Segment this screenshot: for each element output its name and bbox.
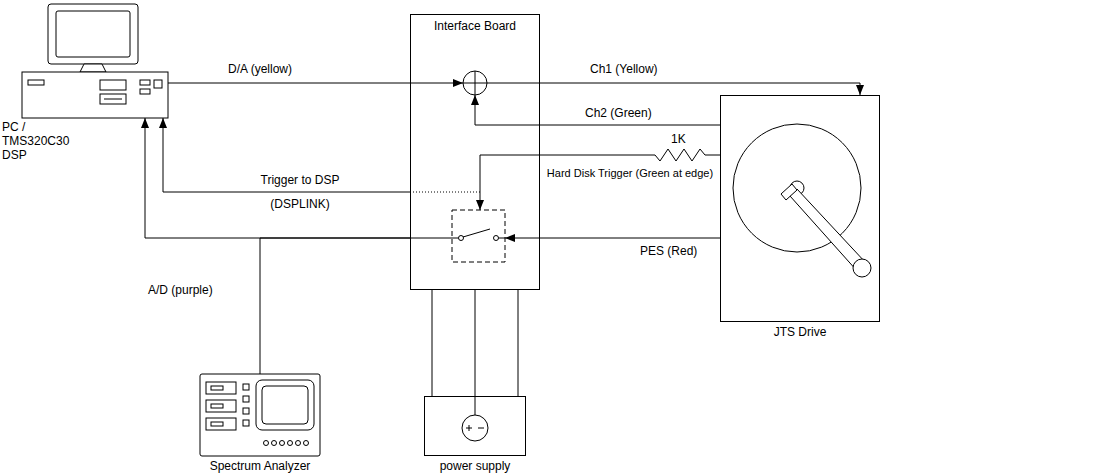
read-head [781,184,797,200]
analyzer-key [243,420,249,426]
case-slot [28,80,44,85]
label-anchor: 1K [671,132,686,146]
monitor-screen [56,11,130,57]
signal-wire [475,290,476,396]
signal-wire [432,290,433,396]
signal-wire [480,149,720,210]
label-anchor: Ch2 (Green) [585,106,652,120]
minus-sign [478,428,484,429]
label-anchor: Ch1 (Yellow) [590,62,658,76]
analyzer-panel [206,418,236,430]
label-anchor: Trigger to DSP (DSPLINK) [250,168,350,216]
drive-slot [104,99,122,100]
summing-cross [475,71,476,95]
disk-platter [733,124,861,252]
spectrum-analyzer-node: Spectrum Analyzer [200,374,320,456]
node-label: JTS Drive [650,325,950,339]
signal-label: PES (Red) [640,244,697,258]
signal-wire [145,118,410,238]
label-anchor: A/D (purple) [148,283,213,297]
signal-wire [168,83,463,84]
signal-label: D/A (yellow) [228,62,292,76]
computer-case [22,72,168,118]
power-supply-box: power supply [424,396,526,456]
analyzer-case [200,374,320,456]
interface-board: Interface Board [410,14,540,290]
switch-contact [494,236,499,241]
signal-wire [505,238,720,239]
label-anchor: D/A (yellow) [228,62,292,76]
summing-junction [463,71,487,95]
signal-label: Ch2 (Green) [585,106,652,120]
analyzer-control [211,404,223,408]
internal-wire [475,396,476,415]
switch-box [452,210,505,262]
analyzer-screen-inner [262,386,308,424]
signal-label: A/D (purple) [148,283,213,297]
actuator-arm [790,189,866,272]
monitor-icon [48,4,138,64]
node-label: Interface Board [411,15,539,33]
analyzer-knob [296,441,301,446]
analyzer-knob [304,441,309,446]
analyzer-key [243,384,249,390]
voltage-source-symbol [462,415,488,441]
switch-contact [459,236,464,241]
internal-wire [499,238,506,239]
analyzer-knob [272,441,277,446]
analyzer-key [243,408,249,414]
node-label: power supply [325,459,625,473]
analyzer-key [243,396,249,402]
drive-bay [100,80,126,90]
dotted-link [410,192,480,193]
analyzer-knob [280,441,285,446]
signal-label: Hard Disk Trigger (Green at edge) [547,166,713,180]
arm-pivot [853,259,871,277]
plus-sign [466,425,472,431]
monitor-stand [80,64,106,72]
signal-wire [475,95,720,125]
resistor-value: 1K [671,132,686,146]
node-label: PC / TMS320C30 DSP [2,120,74,162]
analyzer-panel [206,382,236,394]
signal-wire [487,83,860,95]
case-button [154,80,162,88]
signal-label: Ch1 (Yellow) [590,62,658,76]
node-label: Spectrum Analyzer [110,459,410,473]
signal-wire [260,238,410,374]
computer-node: PC / TMS320C30 DSP [22,4,168,118]
label-anchor: Hard Disk Trigger (Green at edge) [547,166,713,180]
hard-drive-box: JTS Drive [720,95,880,322]
case-button [140,89,150,94]
signal-wire [518,290,519,396]
analyzer-screen [256,380,314,430]
drive-bay [100,94,126,104]
switch-lever [463,229,490,237]
analyzer-control [211,422,223,426]
case-button [140,80,150,85]
analyzer-knob [288,441,293,446]
analyzer-panel [206,400,236,412]
internal-wire [410,238,459,239]
signal-label: Trigger to DSP (DSPLINK) [250,168,350,216]
label-anchor: PES (Red) [640,244,697,258]
analyzer-knob [264,441,269,446]
analyzer-control [211,386,223,390]
